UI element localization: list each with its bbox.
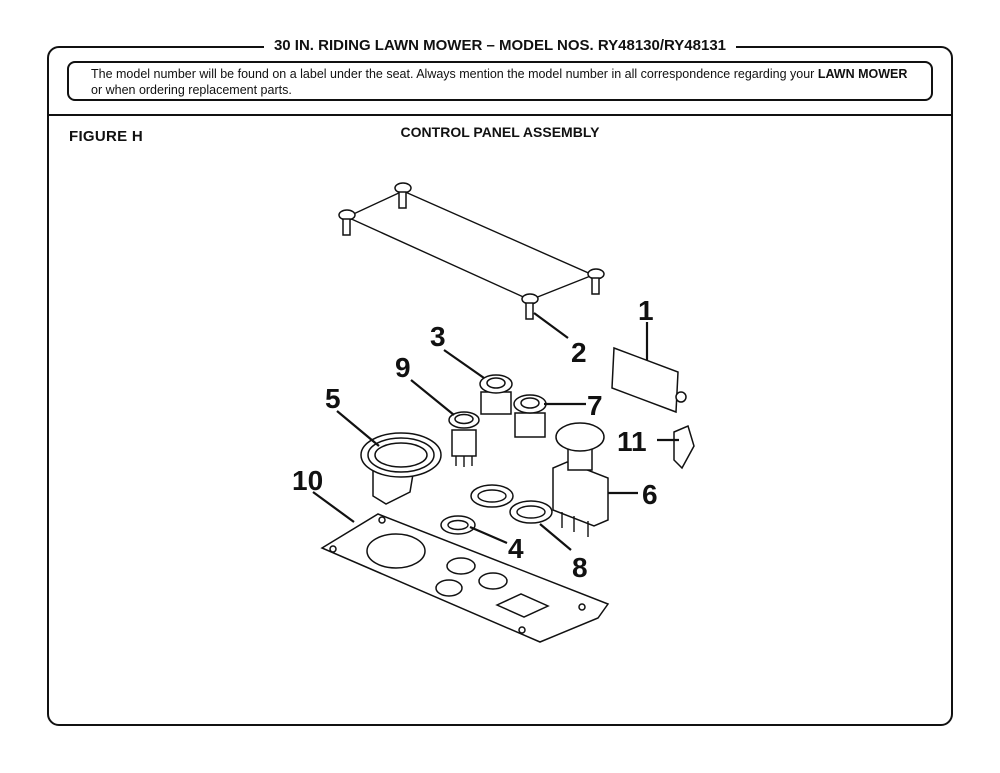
pto-switch-part <box>552 422 609 537</box>
screw-part <box>394 182 412 209</box>
seal-part <box>470 484 514 508</box>
screw-part <box>587 268 605 295</box>
diagram-title: CONTROL PANEL ASSEMBLY <box>400 124 600 140</box>
notice-text: The model number will be found on a labe… <box>91 67 818 81</box>
callout-11: 11 <box>617 426 647 457</box>
cover-plate-part <box>611 346 687 414</box>
model-number-notice: The model number will be found on a labe… <box>67 61 933 101</box>
round-housing-part <box>360 432 442 505</box>
screw-part <box>338 209 356 236</box>
mounting-plate-part <box>320 513 610 643</box>
light-switch-part <box>448 411 480 467</box>
screw-leader-lines <box>346 190 595 301</box>
notice-bold-text: LAWN MOWER <box>817 67 908 81</box>
callout-9: 9 <box>395 352 411 383</box>
ignition-key-part <box>673 424 695 470</box>
callout-3: 3 <box>430 321 446 352</box>
ignition-switch-part <box>479 374 513 415</box>
seal-part <box>440 515 476 535</box>
callout-2: 2 <box>571 337 587 368</box>
page-title-text: 30 IN. RIDING LAWN MOWER – MODEL NOS. RY… <box>263 37 737 54</box>
screw-part <box>521 293 539 320</box>
callout-10: 10 <box>292 465 323 496</box>
seal-part <box>509 500 553 524</box>
header-divider <box>47 114 953 116</box>
ignition-switch-part <box>513 394 547 438</box>
leader-lines <box>312 312 679 551</box>
callout-7: 7 <box>587 390 603 421</box>
callout-5: 5 <box>325 383 341 414</box>
notice-text-end: or when ordering replacement parts. <box>91 83 292 97</box>
callout-4: 4 <box>508 533 524 564</box>
callout-8: 8 <box>572 552 588 583</box>
callout-6: 6 <box>642 479 658 510</box>
page-title: 30 IN. RIDING LAWN MOWER – MODEL NOS. RY… <box>0 37 1000 55</box>
callout-1: 1 <box>638 295 654 326</box>
figure-label: FIGURE H <box>69 128 144 145</box>
